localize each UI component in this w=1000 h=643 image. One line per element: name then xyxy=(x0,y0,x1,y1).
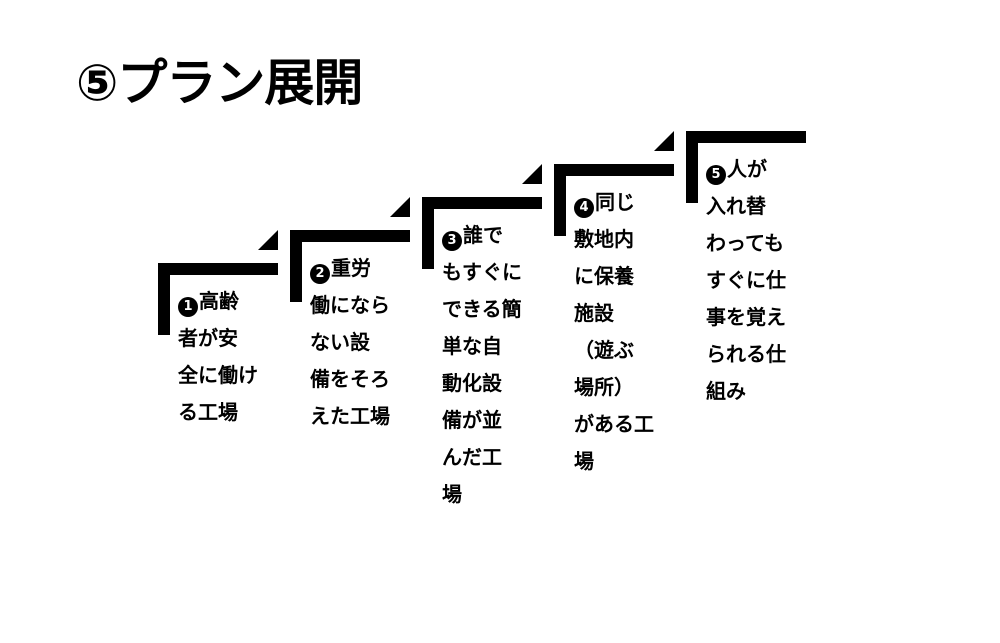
step-text-line: 備をそろ xyxy=(310,361,428,398)
step-line-text: 人が xyxy=(727,157,767,181)
step-vertical-bar xyxy=(158,263,170,335)
step-line-text: 事を覚え xyxy=(706,305,786,329)
step-line-text: もすぐに xyxy=(442,260,522,284)
step-text-line: 組み xyxy=(706,373,824,410)
step-text-line: 備が並 xyxy=(442,402,560,439)
step-line-text: （遊ぶ xyxy=(574,338,634,362)
step-text-line: （遊ぶ xyxy=(574,332,692,369)
step-text-line: 事を覚え xyxy=(706,299,824,336)
step-text-line: 単な自 xyxy=(442,328,560,365)
step-text-line: すぐに仕 xyxy=(706,262,824,299)
step-vertical-bar xyxy=(422,197,434,269)
step-line-text: 敷地内 xyxy=(574,227,634,251)
step-arrow-triangle-icon xyxy=(654,131,674,151)
step-vertical-bar xyxy=(686,131,698,203)
step-text-line: 入れ替 xyxy=(706,188,824,225)
step-number-badge: 2 xyxy=(310,264,330,284)
step-line-text: えた工場 xyxy=(310,404,390,428)
step-text-line: 者が安 xyxy=(178,320,296,357)
step-text-line: られる仕 xyxy=(706,336,824,373)
step-line-text: 単な自 xyxy=(442,334,502,358)
step-line-text: 備をそろ xyxy=(310,367,390,391)
step-number-badge: 1 xyxy=(178,297,198,317)
step-line-text: 組み xyxy=(706,379,746,403)
step-vertical-bar xyxy=(290,230,302,302)
step-line-text: 場 xyxy=(442,482,462,506)
page-title: ⑤プラン展開 xyxy=(76,54,363,112)
step-text-line: ない設 xyxy=(310,324,428,361)
step-number-badge: 4 xyxy=(574,198,594,218)
step-line-text: 者が安 xyxy=(178,326,238,350)
step-line-text: 高齢 xyxy=(199,289,239,313)
step-text-line: 動化設 xyxy=(442,365,560,402)
step-line-text: 重労 xyxy=(331,256,371,280)
step-text-line: んだ工 xyxy=(442,439,560,476)
step-line-text: に保養 xyxy=(574,264,634,288)
step-text-line: 場所） xyxy=(574,369,692,406)
step-horizontal-bar xyxy=(554,164,674,176)
step-horizontal-bar xyxy=(422,197,542,209)
step-text-line: 施設 xyxy=(574,295,692,332)
step-line-text: すぐに仕 xyxy=(706,268,786,292)
step-horizontal-bar xyxy=(686,131,806,143)
step-line-text: わっても xyxy=(706,231,784,255)
step-line-text: 備が並 xyxy=(442,408,502,432)
step-text-line: 敷地内 xyxy=(574,221,692,258)
step-line-text: 働になら xyxy=(310,293,390,317)
step-text-line: に保養 xyxy=(574,258,692,295)
step-text-line: 全に働け xyxy=(178,357,296,394)
step-text-line: できる簡 xyxy=(442,291,560,328)
step-text-line: 場 xyxy=(442,476,560,513)
step-line-text: できる簡 xyxy=(442,297,522,321)
step-line-text: る工場 xyxy=(178,400,238,424)
step-line-text: がある工 xyxy=(574,412,654,436)
step-arrow-triangle-icon xyxy=(258,230,278,250)
step-text-line: 働になら xyxy=(310,287,428,324)
step-text-line: わっても xyxy=(706,225,824,262)
step-number-badge: 5 xyxy=(706,165,726,185)
step-line-text: 入れ替 xyxy=(706,194,766,218)
step-horizontal-bar xyxy=(158,263,278,275)
step-line-text: 動化設 xyxy=(442,371,502,395)
step-horizontal-bar xyxy=(290,230,410,242)
step-text-line: もすぐに xyxy=(442,254,560,291)
step-text-line: がある工 xyxy=(574,406,692,443)
step-line-text: ない設 xyxy=(310,330,370,354)
step-vertical-bar xyxy=(554,164,566,236)
step-text-line: る工場 xyxy=(178,394,296,431)
step-arrow-triangle-icon xyxy=(522,164,542,184)
step-line-text: 同じ xyxy=(595,190,635,214)
step-line-text: 全に働け xyxy=(178,363,258,387)
step-line-text: 施設 xyxy=(574,301,614,325)
step-line-text: 場 xyxy=(574,449,594,473)
step-number-badge: 3 xyxy=(442,231,462,251)
step-line-text: んだ工 xyxy=(442,445,502,469)
step-text-line: えた工場 xyxy=(310,398,428,435)
step-line-text: 場所） xyxy=(574,375,634,399)
step-arrow-triangle-icon xyxy=(390,197,410,217)
step-line-text: られる仕 xyxy=(706,342,786,366)
step-line-text: 誰で xyxy=(463,223,503,247)
step-text-line: 場 xyxy=(574,443,692,480)
